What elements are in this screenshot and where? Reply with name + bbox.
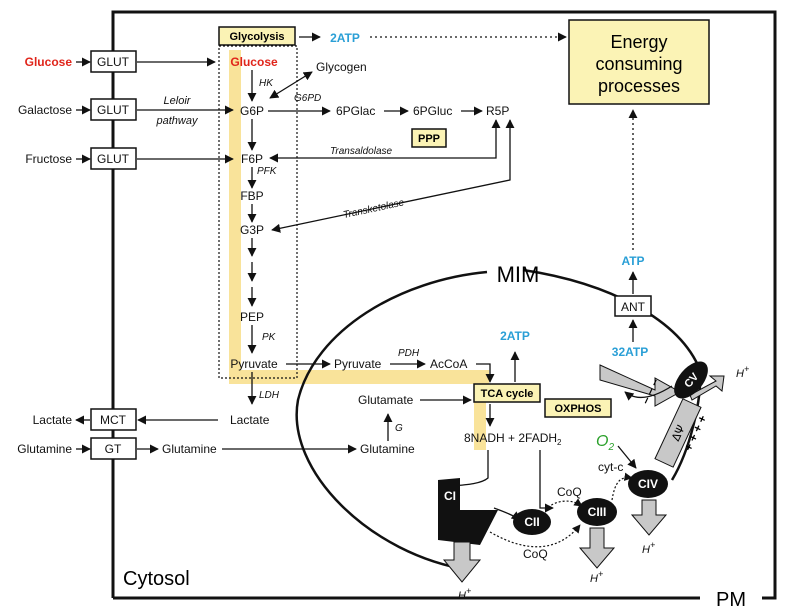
complex-ii: CII	[513, 509, 551, 535]
ppp-label: PPP	[418, 133, 440, 145]
gt-label: GT	[105, 442, 122, 456]
leloir-label-2: pathway	[156, 115, 199, 127]
leloir-label-1: Leloir	[164, 95, 192, 107]
enzyme-pk: PK	[262, 332, 277, 343]
ant-transporter: ANT	[614, 295, 652, 317]
coq-upper: CoQ	[557, 485, 582, 499]
transport-arrows	[75, 57, 357, 454]
highlight-path	[229, 50, 489, 450]
h-ci: H+	[458, 586, 471, 602]
energy-box: Energy consuming processes	[568, 19, 710, 105]
h-ciii: H+	[590, 569, 603, 585]
g3p: G3P	[240, 223, 264, 237]
complex-iii: CIII	[577, 498, 617, 569]
fbp: FBP	[240, 189, 263, 203]
tca-atp: 2ATP	[500, 329, 530, 343]
glutamine-mito: Glutamine	[360, 442, 415, 456]
glut-label-2: GLUT	[97, 103, 130, 117]
6pglac: 6PGlac	[336, 104, 375, 118]
ant-label: ANT	[621, 300, 646, 314]
h-civ: H+	[642, 540, 655, 556]
glutamine-cytosol: Glutamine	[162, 442, 217, 456]
complex-iv: CIV	[628, 470, 668, 536]
complex-v: CV	[599, 361, 725, 407]
enzyme-pdh: PDH	[398, 348, 420, 359]
r5p: R5P	[486, 104, 509, 118]
ext-fructose: Fructose	[25, 152, 72, 166]
enzyme-ldh: LDH	[259, 390, 280, 401]
acoa: AcCoA	[430, 357, 467, 371]
cytosol-label: Cytosol	[123, 568, 190, 590]
pm-label: PM	[716, 589, 746, 610]
glut-label-1: GLUT	[97, 55, 130, 69]
enzyme-transketolase: Transketolase	[342, 197, 405, 221]
delta-psi: ΔΨ	[669, 423, 688, 443]
tca-label: TCA cycle	[481, 388, 534, 400]
oxygen: O2	[596, 433, 614, 453]
pyruvate-mito: Pyruvate	[334, 357, 382, 371]
glut-transporter-1: GLUT	[90, 50, 137, 73]
ant-atp: ATP	[621, 254, 644, 268]
nadh-fadh: 8NADH + 2FADH2	[464, 431, 562, 447]
glut-transporter-2: GLUT	[90, 98, 137, 121]
energy-line-1: Energy	[610, 32, 667, 52]
enzyme-pfk: PFK	[257, 166, 278, 177]
ext-lactate: Lactate	[33, 413, 73, 427]
tca-box: TCA cycle	[473, 383, 541, 403]
h-cv: H+	[736, 364, 749, 380]
glycogen: Glycogen	[316, 60, 367, 74]
energy-line-3: processes	[598, 76, 680, 96]
oxphos-label: OXPHOS	[554, 403, 601, 415]
ext-glucose: Glucose	[25, 55, 73, 69]
cytc: cyt-c	[598, 460, 623, 474]
plasma-membrane	[111, 10, 777, 600]
pep: PEP	[240, 310, 264, 324]
glucose: Glucose	[230, 55, 278, 69]
coq-lower: CoQ	[523, 547, 548, 561]
cii-label: CII	[524, 515, 539, 529]
oxphos-atp: 32ATP	[612, 345, 648, 359]
energy-line-2: consuming	[595, 54, 682, 74]
complex-i: CI	[438, 478, 498, 583]
civ-label: CIV	[638, 477, 658, 491]
pyruvate: Pyruvate	[230, 357, 278, 371]
lactate: Lactate	[230, 413, 270, 427]
enzyme-hk: HK	[259, 78, 274, 89]
ppp-box: PPP	[411, 128, 447, 148]
glut-transporter-3: GLUT	[90, 147, 137, 170]
f6p: F6P	[241, 152, 263, 166]
glut-label-3: GLUT	[97, 152, 130, 166]
gt-transporter: GT	[90, 437, 137, 460]
enzyme-g: G	[395, 423, 403, 434]
ext-glutamine: Glutamine	[17, 442, 72, 456]
glycolysis-atp: 2ATP	[330, 31, 360, 45]
transketolase-arrow	[271, 119, 515, 233]
glycolysis-box: Glycolysis	[218, 26, 296, 46]
mim-label: MIM	[497, 262, 540, 287]
ext-galactose: Galactose	[18, 103, 72, 117]
oxphos-box: OXPHOS	[544, 398, 612, 418]
enzyme-transaldolase: Transaldolase	[330, 146, 393, 157]
mct-transporter: MCT	[90, 408, 137, 431]
mct-label: MCT	[100, 413, 127, 427]
enzyme-g6pd: G6PD	[294, 93, 321, 104]
glutamate: Glutamate	[358, 393, 414, 407]
6pgluc: 6PGluc	[413, 104, 452, 118]
ci-label: CI	[444, 489, 456, 503]
ciii-label: CIII	[588, 505, 607, 519]
g6p: G6P	[240, 104, 264, 118]
glycolysis-label: Glycolysis	[229, 31, 284, 43]
